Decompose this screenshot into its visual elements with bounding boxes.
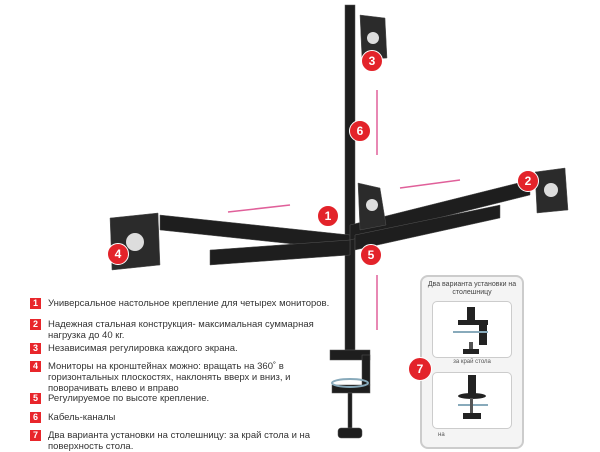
- install-options-panel: Два варианта установки на столешницу за …: [420, 275, 524, 449]
- feature-item: 4 Мониторы на кронштейнах можно: вращать …: [30, 361, 330, 394]
- feature-number: 4: [30, 361, 41, 372]
- feature-item: 7 Два варианта установки на столешницу: з…: [30, 430, 330, 452]
- feature-number: 1: [30, 298, 41, 309]
- feature-item: 2 Надежная стальная конструкция- максимал…: [30, 319, 330, 341]
- feature-number: 2: [30, 319, 41, 330]
- panel-title: Два варианта установки на столешницу: [427, 281, 517, 296]
- edge-caption: за край стола: [453, 359, 491, 365]
- marker-3: 3: [361, 50, 383, 72]
- marker-7: 7: [408, 357, 432, 381]
- marker-2: 2: [517, 170, 539, 192]
- feature-text: Регулируемое по высоте крепление.: [48, 393, 210, 404]
- feature-number: 5: [30, 393, 41, 404]
- surface-caption: на: [438, 432, 445, 438]
- adjust-arrows: [227, 90, 461, 330]
- feature-text: Мониторы на кронштейнах можно: вращать н…: [48, 361, 291, 394]
- marker-5: 5: [360, 244, 382, 266]
- surface-mount-image: [432, 372, 512, 429]
- feature-number: 6: [30, 412, 41, 423]
- feature-item: 1 Универсальное настольное крепление для …: [30, 298, 330, 309]
- feature-number: 7: [30, 430, 41, 441]
- feature-text: Надежная стальная конструкция- максималь…: [48, 319, 314, 341]
- right-arm: [349, 179, 531, 241]
- feature-item: 5 Регулируемое по высоте крепление.: [30, 393, 330, 404]
- feature-text: Универсальное настольное крепление для ч…: [48, 298, 330, 309]
- feature-item: 3 Независимая регулировка каждого экрана.: [30, 343, 330, 354]
- feature-number: 3: [30, 343, 41, 354]
- feature-text: Два варианта установки на столешницу: за…: [48, 430, 311, 452]
- marker-6: 6: [349, 120, 371, 142]
- feature-item: 6 Кабель-каналы: [30, 412, 330, 423]
- edge-clamp-image: [432, 301, 512, 358]
- feature-text: Кабель-каналы: [48, 412, 116, 423]
- marker-1: 1: [317, 205, 339, 227]
- marker-4: 4: [107, 243, 129, 265]
- feature-text: Независимая регулировка каждого экрана.: [48, 343, 238, 354]
- pole: [344, 4, 356, 351]
